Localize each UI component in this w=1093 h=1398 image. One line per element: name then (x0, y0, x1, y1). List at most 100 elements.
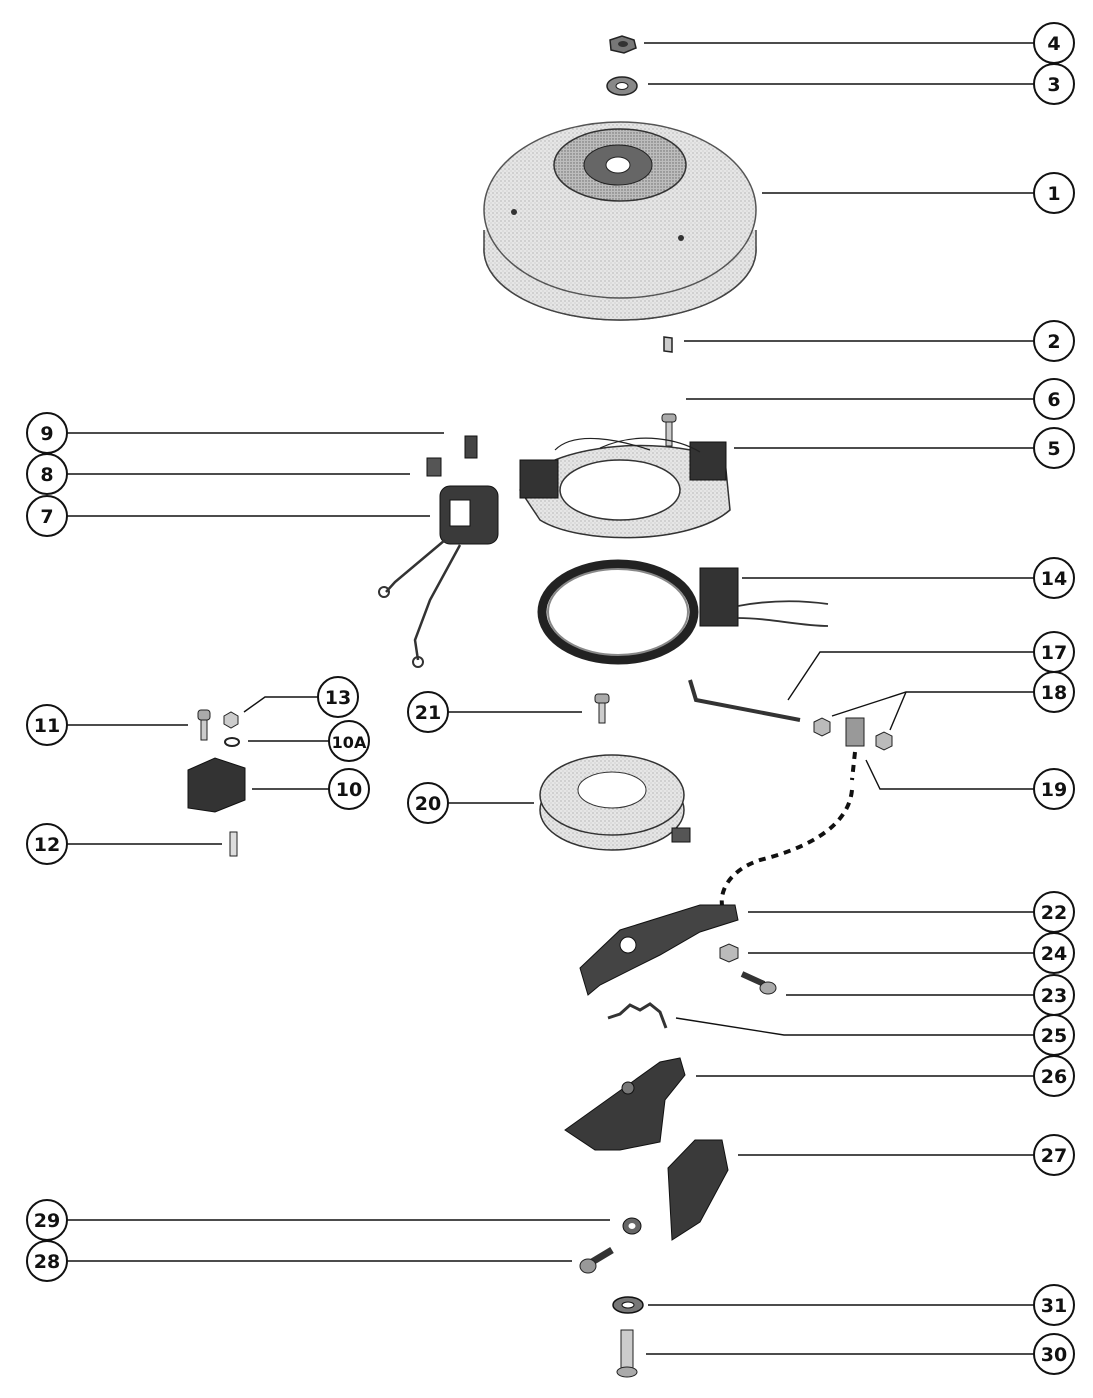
callout-number: 18 (1041, 682, 1067, 704)
block-part-10 (187, 757, 246, 813)
callout-13: 13 (317, 676, 359, 718)
spring-part-25 (607, 1002, 668, 1029)
leader-lines (67, 42, 1034, 1355)
leader-line-25 (675, 1017, 1034, 1036)
callout-circle (26, 495, 68, 537)
callout-4: 4 (1033, 22, 1075, 64)
callout-7: 7 (26, 495, 68, 537)
oring-part-10A (224, 737, 240, 747)
callout-number: 28 (34, 1251, 60, 1273)
callout-20: 20 (407, 782, 449, 824)
callout-number: 11 (34, 715, 60, 737)
callout-circle (1033, 172, 1075, 214)
washer-part-29 (622, 1217, 642, 1235)
callout-9: 9 (26, 412, 68, 454)
swivel-part-19 (719, 717, 865, 906)
stator-part-5 (519, 437, 731, 539)
callout-number: 14 (1041, 568, 1067, 590)
callout-number: 30 (1041, 1344, 1067, 1366)
callout-number: 17 (1041, 642, 1067, 664)
part-9 (464, 435, 478, 459)
callout-circle (1033, 671, 1075, 713)
screw-part-21 (594, 693, 610, 724)
callout-circle (1033, 768, 1075, 810)
callout-5: 5 (1033, 427, 1075, 469)
callout-number: 8 (40, 464, 53, 486)
callout-23: 23 (1033, 974, 1075, 1016)
callout-number: 13 (325, 687, 351, 709)
callout-22: 22 (1033, 891, 1075, 933)
pin-part-12 (229, 831, 238, 857)
callout-26: 26 (1033, 1055, 1075, 1097)
flywheel-part-1 (483, 121, 757, 321)
callout-circle (328, 720, 370, 762)
arm-part-26 (564, 1057, 686, 1151)
callout-27: 27 (1033, 1134, 1075, 1176)
callout-number: 24 (1041, 943, 1067, 965)
callout-3: 3 (1033, 63, 1075, 105)
callout-circle (328, 768, 370, 810)
washer-part-31 (612, 1296, 644, 1314)
callout-17: 17 (1033, 631, 1075, 673)
callout-number: 20 (415, 793, 441, 815)
callout-circle (26, 704, 68, 746)
nut-part-24 (719, 943, 739, 963)
callout-circle (1033, 1134, 1075, 1176)
nut-part-13 (223, 711, 239, 729)
callout-circle (26, 453, 68, 495)
callout-circle (407, 691, 449, 733)
callout-number: 3 (1047, 74, 1060, 96)
callout-circle (407, 782, 449, 824)
callout-circle (317, 676, 359, 718)
leader-line-18-branch (889, 691, 907, 731)
nut-part-4 (609, 35, 637, 54)
callout-circle (1033, 63, 1075, 105)
callout-circle (1033, 427, 1075, 469)
stud-part-30 (616, 1329, 638, 1378)
callout-circle (1033, 557, 1075, 599)
callout-10: 10 (328, 768, 370, 810)
callout-25: 25 (1033, 1014, 1075, 1056)
part-8 (426, 457, 442, 477)
callout-number: 19 (1041, 779, 1067, 801)
callout-number: 12 (34, 834, 60, 856)
callout-circle (26, 823, 68, 865)
callout-1: 1 (1033, 172, 1075, 214)
nut-part-18 (813, 717, 893, 751)
bolt-part-28 (579, 1246, 614, 1274)
callout-31: 31 (1033, 1284, 1075, 1326)
callout-11: 11 (26, 704, 68, 746)
link-rod-part-17 (688, 679, 801, 722)
callout-circle (1033, 320, 1075, 362)
callout-10a: 10A (328, 720, 370, 762)
callout-number: 9 (40, 423, 53, 445)
callout-circle (1033, 1055, 1075, 1097)
callout-12: 12 (26, 823, 68, 865)
callout-30: 30 (1033, 1333, 1075, 1375)
callout-number: 29 (34, 1210, 60, 1232)
callout-number: 26 (1041, 1066, 1067, 1088)
lever-part-22 (579, 904, 739, 996)
leader-line-19 (865, 759, 1034, 790)
leader-line-17 (787, 651, 1034, 701)
callout-number: 5 (1047, 438, 1060, 460)
callout-number: 6 (1047, 389, 1060, 411)
callout-number: 1 (1047, 183, 1060, 205)
callout-6: 6 (1033, 378, 1075, 420)
callout-circle (1033, 932, 1075, 974)
callout-number: 7 (40, 506, 53, 528)
screw-part-11 (197, 709, 211, 741)
callout-group: 43126958714171813112110A1910201222242325… (26, 22, 1075, 1375)
trigger-ring-part-14 (537, 559, 829, 665)
callout-circle (1033, 378, 1075, 420)
callout-14: 14 (1033, 557, 1075, 599)
coil-part-7 (378, 485, 499, 668)
screw-part-6 (661, 413, 677, 447)
callout-number: 25 (1041, 1025, 1067, 1047)
callout-18: 18 (1033, 671, 1075, 713)
callout-number: 21 (415, 702, 441, 724)
callout-number: 4 (1047, 33, 1060, 55)
retainer-plate-part-20 (539, 754, 691, 851)
callout-28: 28 (26, 1240, 68, 1282)
